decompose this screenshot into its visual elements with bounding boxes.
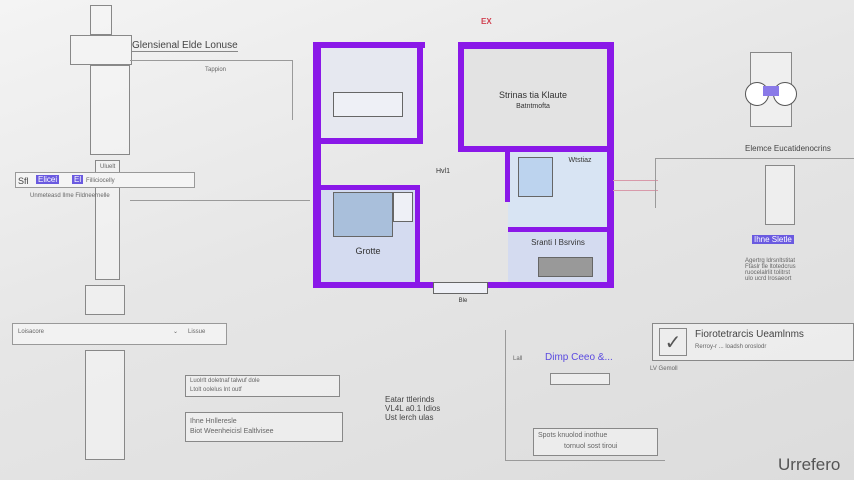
note-line: Ust lerch ulas bbox=[385, 413, 434, 422]
dropdown-button[interactable]: Lissue bbox=[188, 329, 206, 335]
note-line: VL4L a0.1 Idios bbox=[385, 404, 441, 413]
note-line: tornuol sost tiroui bbox=[564, 443, 618, 450]
foto-box: ✓ Fiorotetrarcis Ueamlnms Rerroy-r ... l… bbox=[652, 323, 854, 361]
marker-label: EX bbox=[481, 17, 492, 26]
note-line: Luolrlt doletnaf talwuf dole bbox=[190, 378, 260, 384]
foto-sub: Rerroy-r ... loadsh oroslodr bbox=[695, 344, 767, 350]
left-subtitle: Tappion bbox=[205, 67, 227, 73]
desc-line: ulo ucrd lrosaeort bbox=[745, 276, 792, 282]
tag-code2: El bbox=[72, 175, 84, 184]
spots-box: Spots knuolod inothue tornuol sost tirou… bbox=[533, 428, 658, 456]
floor-plan: Strinas tia Klaute Batntmofta Hvl1 Grott… bbox=[313, 42, 614, 304]
note1: Luolrlt doletnaf talwuf dole Ltolt oolel… bbox=[185, 375, 340, 397]
dimp-label: Dimp Ceeo &... bbox=[545, 352, 613, 363]
desc-line: ruocelalrlit tolitrst bbox=[745, 270, 791, 276]
desc-line: Agertrg ldrsnltstitat bbox=[745, 258, 796, 264]
hall-label: Hvl1 bbox=[435, 168, 450, 175]
tag-row[interactable]: Sfl Elicei El Filliciocelly bbox=[15, 172, 195, 188]
right-desc: Agertrg ldrsnltstitat Ftaslr tle ltotedc… bbox=[745, 258, 796, 282]
tag-label: Filliciocelly bbox=[86, 178, 115, 184]
note-line: Ltolt oolelus lnt outf bbox=[190, 387, 242, 393]
room-label-mid-right: Wtstiaz bbox=[568, 157, 592, 164]
right-highlight: Ihne Sletle bbox=[752, 235, 794, 244]
note3: Eatar ttlerinds VL4L a0.1 Idios Ust lerc… bbox=[385, 395, 440, 422]
dimp-prefix: Lall bbox=[513, 356, 523, 362]
note-line: Biot Weenheicisl Ealtlvisee bbox=[190, 428, 274, 435]
right-fixture-drawing bbox=[745, 52, 800, 132]
foto-title: Fiorotetrarcis Ueamlnms bbox=[695, 329, 804, 340]
room-label-top-right: Strinas tia Klaute bbox=[498, 90, 568, 100]
right-title: Elemce Eucatidenocrins bbox=[745, 144, 831, 153]
dropdown[interactable]: Loisacore ⌄ Lissue bbox=[12, 323, 227, 345]
logo: Urrefero bbox=[778, 455, 841, 474]
chevron-down-icon: ⌄ bbox=[173, 329, 179, 335]
left-title: Glensienal Elde Lonuse bbox=[132, 40, 238, 52]
tag-sub: Unmeteasd Ilme Fildneernelle bbox=[30, 193, 110, 199]
entry-label: Ble bbox=[458, 298, 468, 304]
room-label-bottom-right: Sranti I Bsrvins bbox=[531, 238, 585, 247]
checkmark-icon: ✓ bbox=[659, 328, 687, 356]
tag-top: Uluelt bbox=[100, 164, 116, 170]
note2: Ihne Hnlleresle Biot Weenheicisl Ealtlvi… bbox=[185, 412, 343, 442]
note-line: Ihne Hnlleresle bbox=[190, 418, 237, 425]
tag-highlight: Elicei bbox=[36, 175, 60, 184]
dropdown-value: Loisacore bbox=[18, 329, 45, 335]
room-label-left: Grotte bbox=[355, 246, 381, 256]
note-line: Eatar ttlerinds bbox=[385, 395, 435, 404]
foto-caption: LV Gemoll bbox=[650, 366, 678, 372]
desc-line: Ftaslr tle ltotedcrus bbox=[745, 264, 796, 270]
note-line: Spots knuolod inothue bbox=[538, 432, 608, 439]
tag-code: Sfl bbox=[18, 176, 29, 186]
room-sub-top-right: Batntmofta bbox=[516, 103, 550, 110]
